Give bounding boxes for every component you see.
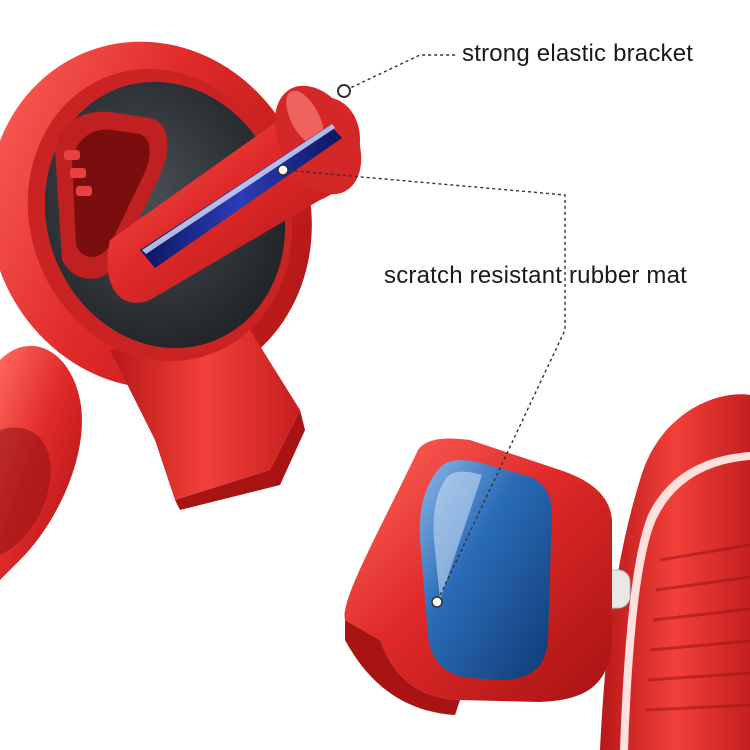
clip-teeth — [64, 150, 92, 196]
bracket-leader-line — [345, 54, 456, 91]
bracket-callout-label: strong elastic bracket — [462, 40, 694, 67]
mat-callout-dot-bottom — [431, 596, 443, 608]
holder-body — [600, 394, 750, 750]
rubber-mat-shine — [433, 471, 482, 600]
clip-slot-inner — [72, 129, 150, 258]
bracket-rubber-strip — [140, 125, 342, 268]
holder-trim — [620, 452, 750, 750]
holder-grooves — [645, 543, 750, 712]
mount-lower-body — [110, 330, 300, 500]
mat-leader-line — [282, 169, 566, 603]
mat-callout-label: scratch resistant rubber mat — [384, 262, 688, 289]
phone-holder — [344, 394, 750, 750]
bracket-callout-dot — [337, 84, 351, 98]
mount-lower-body-edge — [175, 410, 305, 510]
mount-arm-shadow — [0, 427, 51, 555]
callout-leaders — [282, 54, 566, 603]
bracket-strip-highlight — [142, 124, 335, 254]
vent-mount — [0, 41, 362, 580]
mat-callout-dot-top — [277, 164, 289, 176]
bracket-end-highlight — [286, 90, 324, 146]
side-clamp-lip — [345, 620, 460, 715]
